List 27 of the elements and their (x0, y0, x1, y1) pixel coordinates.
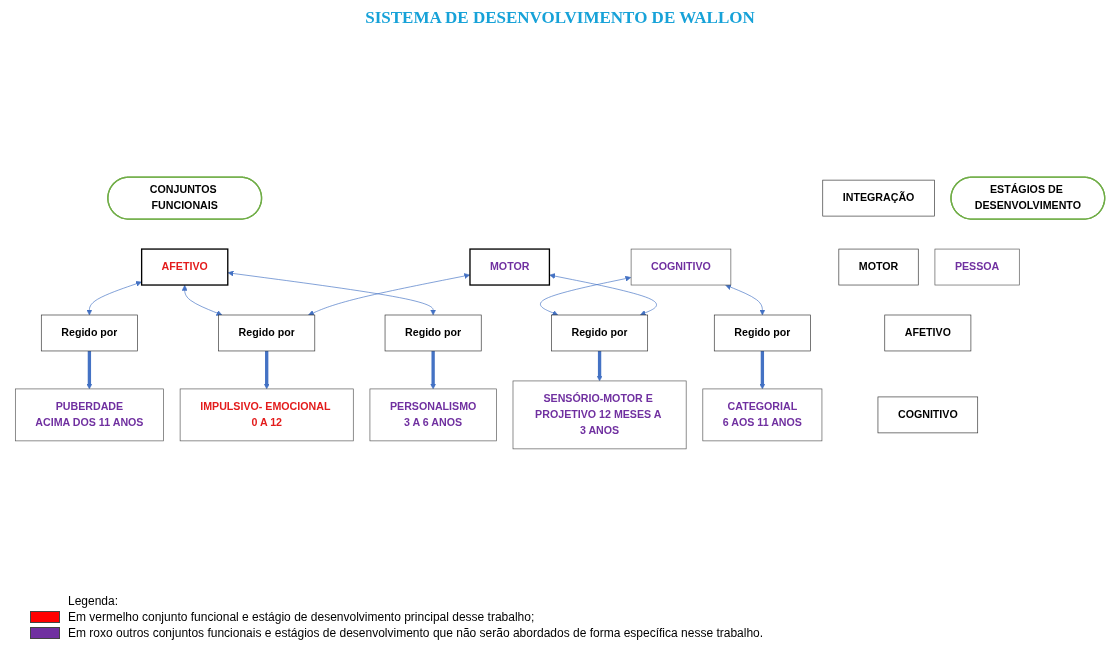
arrow (263, 350, 270, 390)
node-box: PUBERDADE ACIMA DOS 11 ANOS (15, 388, 164, 442)
node-box: Regido por (40, 314, 138, 352)
node-box: INTEGRAÇÃO (822, 179, 935, 217)
node-box: PESSOA (934, 248, 1020, 286)
arrow (596, 350, 603, 382)
legend-heading: Legenda: (68, 594, 120, 608)
legend-text: Em vermelho conjunto funcional e estágio de desenvolvimento principal desse trabalho; (68, 610, 535, 624)
arrow (759, 350, 766, 390)
node-box: Regido por (713, 314, 811, 352)
node-box: COGNITIVO (877, 396, 979, 434)
arrow (430, 350, 437, 390)
legend-text: Em roxo outros conjuntos funcionais e estágios de desenvolvimento que não serão abordados de forma específica nesse trabalho. (68, 626, 764, 640)
node-box: IMPULSIVO- EMOCIONAL 0 A 12 (179, 388, 354, 442)
node-box: AFETIVO (140, 248, 229, 286)
node-box: AFETIVO (884, 314, 972, 352)
node-box: Regido por (551, 314, 648, 352)
node-box: Regido por (218, 314, 316, 352)
node-box: SENSÓRIO-MOTOR E PROJETIVO 12 MESES A 3 ANOS (512, 380, 687, 450)
node-box: MOTOR (838, 248, 919, 286)
node-box: Regido por (384, 314, 482, 352)
arrow (86, 350, 93, 390)
node-box: MOTOR (469, 248, 551, 286)
diagram-title: SISTEMA DE DESENVOLVIMENTO DE WALLON (365, 8, 755, 28)
node-box: CATEGORIAL 6 AOS 11 ANOS (702, 388, 823, 442)
node-box: PERSONALISMO 3 A 6 ANOS (369, 388, 497, 442)
node-box: COGNITIVO (630, 248, 732, 286)
